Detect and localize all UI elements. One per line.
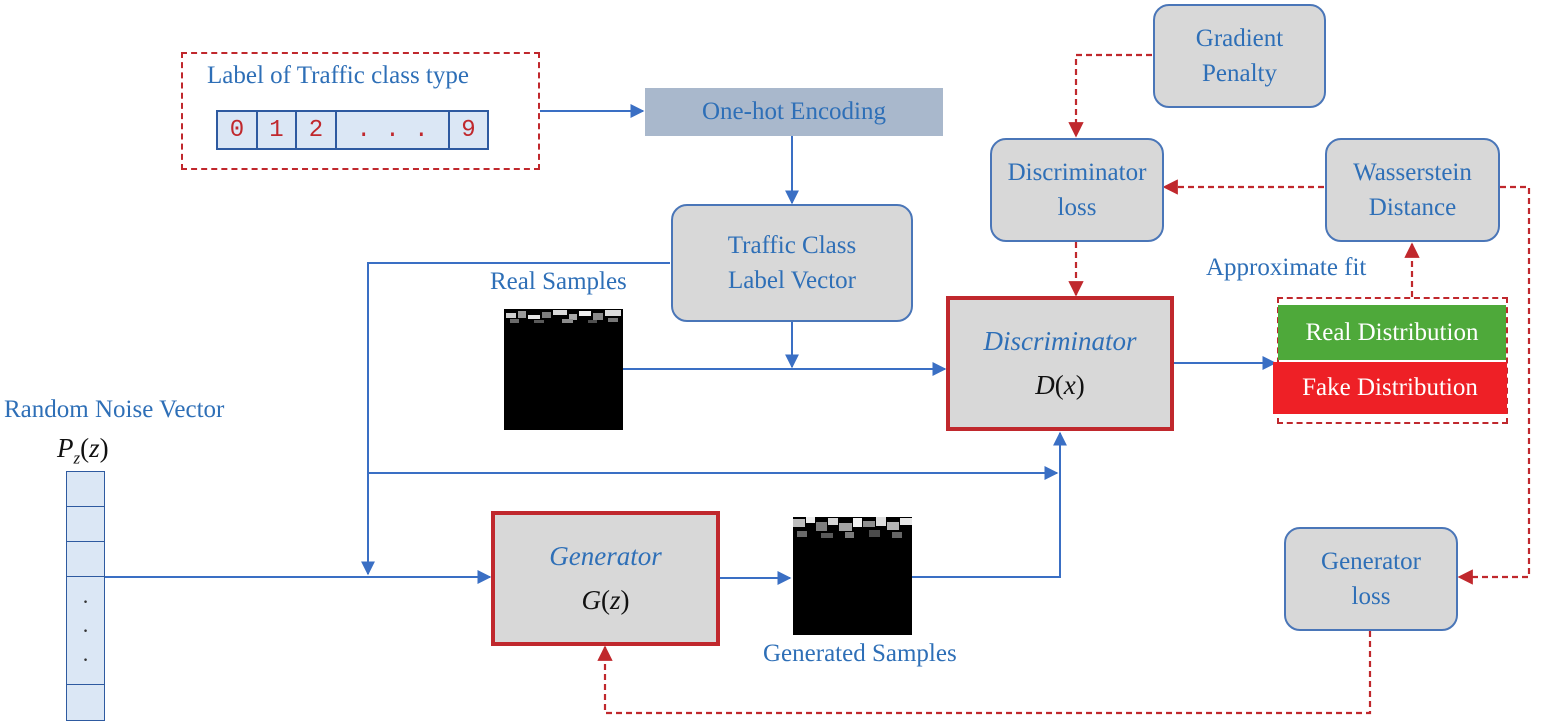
noise-dot: · — [81, 588, 90, 614]
random-noise-title: Random Noise Vector — [4, 396, 225, 423]
generator-loss-box: Generator loss — [1284, 527, 1458, 631]
noise-cell — [66, 471, 105, 508]
discriminator-formula: D(x) — [1035, 369, 1085, 400]
discriminator-loss-line1: Discriminator — [1007, 159, 1147, 186]
arrow-gradient-penalty-to-disc-loss — [1068, 53, 1152, 138]
generated-samples-label: Generated Samples — [763, 640, 957, 667]
generator-box: Generator G(z) — [491, 511, 720, 646]
real-sample-noise — [504, 309, 623, 331]
generator-loss-line1: Generator — [1321, 548, 1421, 575]
arrow-generated-to-discriminator — [912, 431, 1067, 578]
traffic-label-line1: Traffic Class — [727, 232, 857, 259]
noise-cell — [66, 506, 105, 543]
noise-dot: · — [81, 617, 90, 643]
discriminator-loss-box: Discriminator loss — [990, 138, 1164, 242]
traffic-label-line2: Label Vector — [728, 267, 856, 294]
arrow-generator-loss-to-generator — [597, 631, 1372, 715]
line-label-vector-branch — [361, 262, 670, 576]
generator-loss-line2: loss — [1351, 583, 1391, 610]
discriminator-box: Discriminator D(x) — [946, 296, 1174, 431]
wasserstein-line1: Wasserstein — [1353, 159, 1472, 186]
gradient-penalty-box: Gradient Penalty — [1153, 4, 1326, 108]
arrow-wasserstein-to-generator-loss — [1457, 185, 1531, 585]
one-hot-encoding-box: One-hot Encoding — [645, 88, 943, 136]
label-cell-2: 2 — [295, 110, 337, 150]
gradient-penalty-line2: Penalty — [1202, 60, 1277, 87]
discriminator-title: Discriminator — [983, 326, 1137, 357]
wasserstein-line2: Distance — [1368, 194, 1457, 221]
gradient-penalty-line1: Gradient — [1195, 25, 1284, 52]
generated-sample-image — [793, 517, 912, 635]
noise-formula: Pz(z) — [57, 433, 109, 468]
real-distribution-bar: Real Distribution — [1278, 305, 1506, 360]
one-hot-encoding-label: One-hot Encoding — [702, 98, 886, 125]
label-cell-ellipsis: . . . — [335, 110, 450, 150]
noise-cell — [66, 541, 105, 578]
generated-sample-noise — [793, 517, 912, 543]
label-cell-9: 9 — [448, 110, 489, 150]
label-cell-0: 0 — [216, 110, 258, 150]
real-samples-label: Real Samples — [490, 268, 627, 295]
noise-cell — [66, 684, 105, 721]
label-cell-1: 1 — [256, 110, 297, 150]
real-sample-image — [504, 309, 623, 430]
traffic-class-label-vector-box: Traffic Class Label Vector — [671, 204, 913, 322]
wasserstein-distance-box: Wasserstein Distance — [1325, 138, 1500, 242]
fake-distribution-bar: Fake Distribution — [1273, 362, 1507, 414]
discriminator-loss-line2: loss — [1057, 194, 1097, 221]
label-class-title: Label of Traffic class type — [207, 62, 469, 89]
generator-formula: G(z) — [581, 584, 630, 615]
approximate-fit-label: Approximate fit — [1206, 254, 1367, 281]
distribution-frame — [1277, 297, 1508, 424]
noise-dot: · — [81, 647, 90, 673]
generator-title: Generator — [549, 541, 662, 572]
label-class-frame — [181, 52, 540, 170]
noise-dots-cell: · · · — [66, 576, 105, 686]
